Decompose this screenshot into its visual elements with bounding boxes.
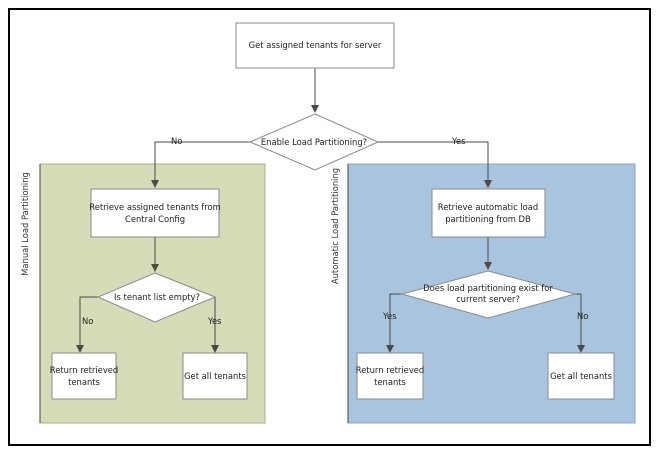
svg-text:tenants: tenants (374, 377, 406, 387)
edge-label-yes-main: Yes (451, 136, 466, 146)
decision-load-partitioning-exist: Does load partitioning exist for current… (400, 270, 577, 319)
edge-label-yes-left: Yes (207, 316, 222, 326)
decision-enable-load-partitioning: Enable Load Partitioning? (248, 113, 380, 171)
svg-text:Return retrieved: Return retrieved (50, 365, 119, 375)
svg-text:Central Config: Central Config (125, 214, 185, 224)
arrow-no-left (76, 296, 98, 353)
svg-text:Does load partitioning exist f: Does load partitioning exist for (423, 283, 553, 293)
arrow-no-right (575, 293, 585, 353)
svg-text:current server?: current server? (456, 294, 520, 304)
lane-automatic-label: Automatic Load Partitioning (330, 168, 340, 284)
arrow-yes-main (378, 141, 492, 188)
svg-text:Retrieve automatic load: Retrieve automatic load (438, 202, 539, 212)
node-return-retrieved-tenants-right: Return retrieved tenants (356, 352, 425, 400)
arrow-yes-right (386, 293, 402, 353)
svg-text:partitioning from DB: partitioning from DB (445, 214, 531, 224)
svg-text:Get all tenants: Get all tenants (184, 371, 246, 381)
node-get-all-tenants-right: Get all tenants (547, 352, 615, 400)
edge-label-no-main: No (171, 136, 182, 146)
node-retrieve-automatic-db: Retrieve automatic load partitioning fro… (431, 188, 546, 238)
node-get-all-tenants-left: Get all tenants (182, 352, 248, 400)
edge-label-no-right: No (577, 311, 588, 321)
edge-label-no-left: No (82, 316, 93, 326)
lane-manual-label: Manual Load Partitioning (20, 172, 30, 276)
arrow-no-main (151, 141, 250, 188)
svg-text:Retrieve assigned tenants from: Retrieve assigned tenants from (89, 202, 221, 212)
svg-text:tenants: tenants (68, 377, 100, 387)
node-return-retrieved-tenants-left: Return retrieved tenants (50, 352, 119, 400)
node-retrieve-central-config: Retrieve assigned tenants from Central C… (89, 188, 221, 238)
svg-text:Is tenant list empty?: Is tenant list empty? (114, 292, 200, 302)
svg-text:Return retrieved: Return retrieved (356, 365, 425, 375)
svg-text:Get assigned tenants for serve: Get assigned tenants for server (249, 40, 382, 50)
edge-label-yes-right: Yes (382, 311, 397, 321)
svg-text:Enable Load Partitioning?: Enable Load Partitioning? (261, 137, 367, 147)
decision-tenant-list-empty: Is tenant list empty? (96, 272, 217, 323)
node-get-assigned-tenants: Get assigned tenants for server (235, 22, 395, 69)
svg-text:Get all tenants: Get all tenants (550, 371, 612, 381)
